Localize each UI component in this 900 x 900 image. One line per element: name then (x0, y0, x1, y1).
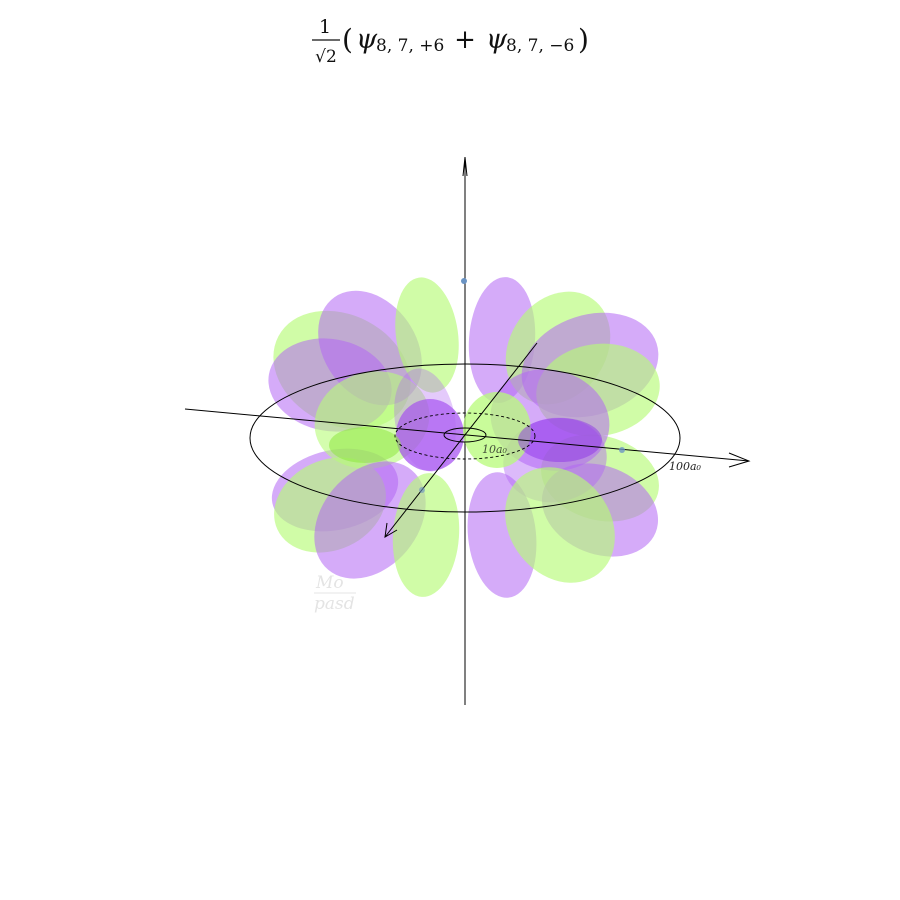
x-axis-line (184, 408, 750, 462)
xy-axes (184, 342, 751, 538)
x-axis-arrowhead (728, 452, 751, 468)
faint-watermark: Mo pasd (314, 573, 356, 614)
outer-ring-label: 100a₀ (669, 460, 702, 473)
title-term2-subscript: 8, 7, −6 (506, 36, 574, 56)
scale-rings (249, 363, 681, 513)
x-axis-marker (619, 447, 625, 453)
z-axis-arrowhead (462, 156, 468, 177)
title-operator: + (454, 25, 476, 55)
outer-scale-ring (249, 363, 681, 513)
lobe-core-left-deep-green (329, 427, 401, 463)
lobe-core-right-deep-purple (518, 418, 602, 462)
watermark-top: Mo (315, 573, 344, 593)
lobe-upper-center-left-green (395, 277, 459, 393)
title-prefactor-numerator: 1 (319, 16, 331, 38)
title-term1-subscript: 8, 7, +6 (376, 36, 444, 56)
lobe-core-left-outer-purple (394, 368, 456, 472)
lobe-front-lower-right-green (505, 467, 615, 583)
axis-markers (419, 278, 625, 493)
y-axis-marker (419, 487, 425, 493)
z-axis-marker (461, 278, 467, 284)
y-axis-arrowhead (384, 522, 398, 538)
title-close-paren: ) (578, 23, 589, 56)
y-axis-line (384, 342, 538, 538)
title-prefactor-root: √2 (315, 47, 337, 67)
lobe-core-left-purple (396, 399, 464, 471)
plot-title: 1 √2 ( ψ 8, 7, +6 + ψ 8, 7, −6 ) (312, 16, 589, 67)
title-psi-1: ψ (356, 24, 378, 55)
title-psi-2: ψ (486, 24, 508, 55)
inner-ring-label: 10a₀ (482, 443, 508, 456)
lobe-core-right-green (463, 392, 531, 468)
lobe-lower-center-left-green (392, 473, 460, 597)
title-open-paren: ( (342, 23, 353, 56)
core-ring (443, 427, 487, 443)
inner-dashed-ring (394, 412, 536, 460)
watermark-bottom: pasd (314, 594, 355, 614)
